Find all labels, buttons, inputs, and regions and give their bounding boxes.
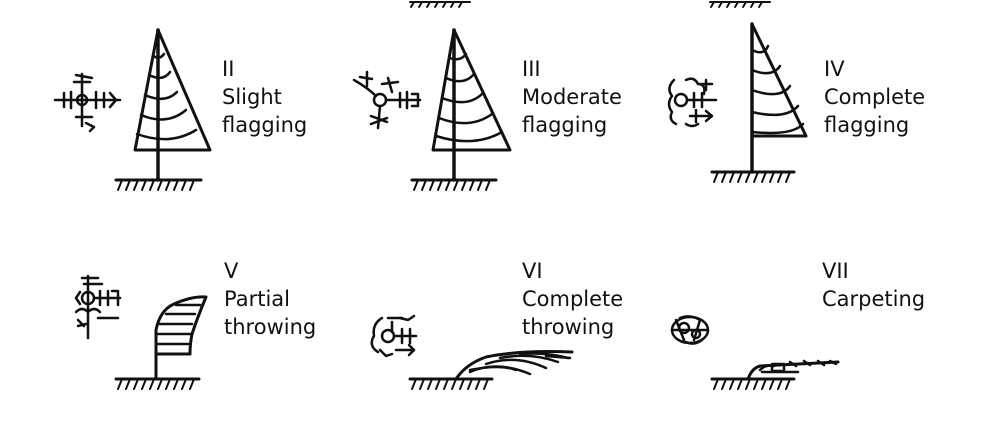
label-vi-line1: Complete bbox=[522, 287, 624, 311]
label-ii-line2: flagging bbox=[222, 113, 308, 137]
label-v-line1: Partial bbox=[224, 287, 290, 311]
wind-sign-vii bbox=[670, 315, 710, 345]
wind-sign-ii bbox=[53, 72, 122, 133]
label-vii-class: VII bbox=[822, 259, 849, 283]
tree-vi bbox=[408, 350, 574, 390]
label-vii-line1: Carpeting bbox=[822, 287, 926, 311]
wind-sign-iv bbox=[667, 77, 718, 128]
label-iv-class: IV bbox=[824, 57, 845, 81]
top-ground-fragment-left bbox=[409, 1, 471, 8]
label-iii: III Moderate flagging bbox=[522, 55, 622, 139]
label-iv-line1: Complete bbox=[824, 85, 926, 109]
label-vi-class: VI bbox=[522, 259, 543, 283]
label-iv-line2: flagging bbox=[824, 113, 910, 137]
label-ii-line1: Slight bbox=[222, 85, 282, 109]
label-vi-line2: throwing bbox=[522, 315, 615, 339]
label-iii-class: III bbox=[522, 57, 541, 81]
tree-v bbox=[114, 295, 208, 390]
label-iii-line2: flagging bbox=[522, 113, 608, 137]
tree-iii bbox=[410, 28, 512, 191]
label-iv: IV Complete flagging bbox=[824, 55, 925, 139]
tree-iv bbox=[710, 22, 808, 183]
label-vi: VI Complete throwing bbox=[522, 257, 623, 341]
tree-ii bbox=[114, 28, 212, 191]
label-v-class: V bbox=[224, 259, 239, 283]
tree-vii bbox=[710, 359, 840, 390]
top-ground-fragment-right bbox=[709, 1, 771, 8]
label-v: V Partial throwing bbox=[224, 257, 316, 341]
label-iii-line1: Moderate bbox=[522, 85, 622, 109]
label-vii: VII Carpeting bbox=[822, 257, 925, 313]
label-v-line2: throwing bbox=[224, 315, 317, 339]
wind-sign-iii bbox=[352, 70, 422, 130]
wind-sign-v bbox=[74, 274, 122, 340]
label-ii: II Slight flagging bbox=[222, 55, 307, 139]
wind-sign-vi bbox=[370, 314, 418, 358]
label-ii-class: II bbox=[222, 57, 235, 81]
